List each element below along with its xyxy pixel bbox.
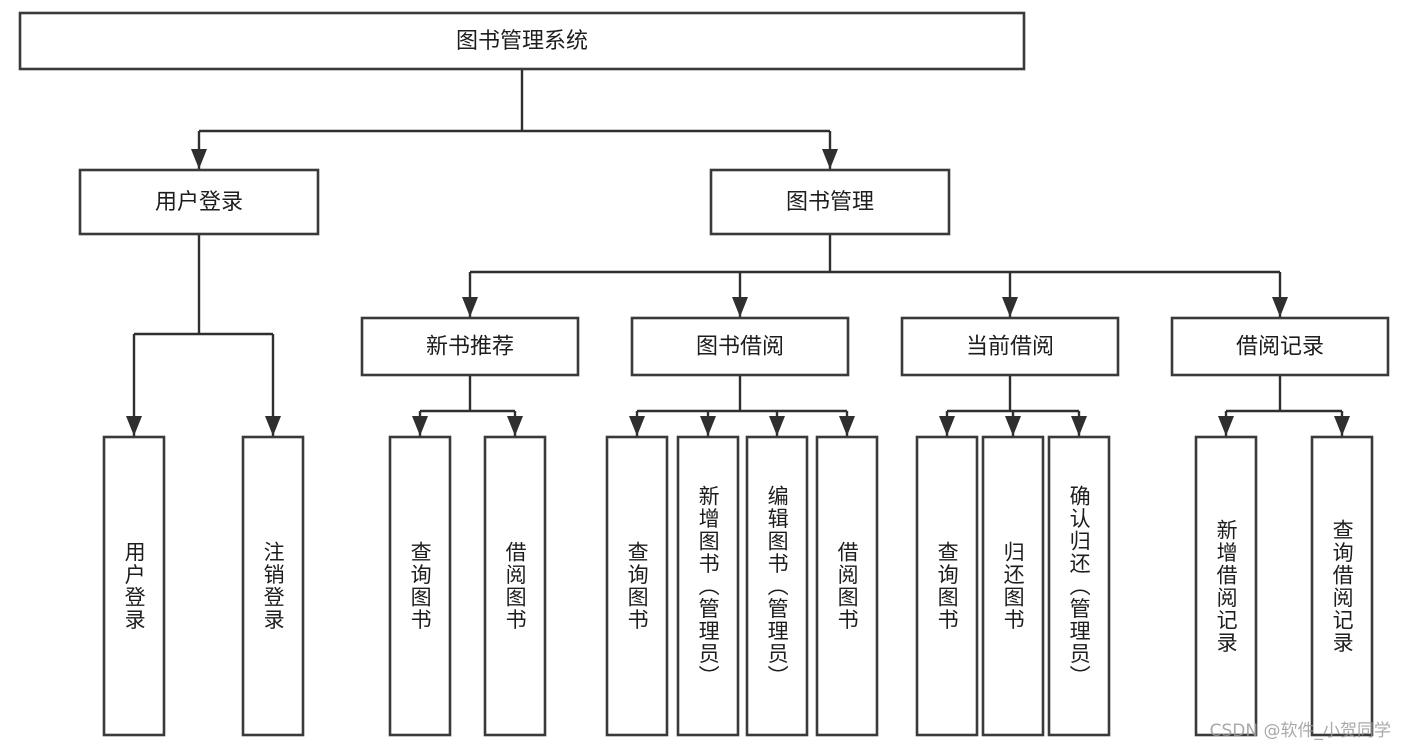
arrow-head-icon bbox=[1002, 297, 1018, 317]
arrow-head-icon bbox=[939, 416, 955, 436]
arrow-head-icon bbox=[1334, 416, 1350, 436]
node-box-user-login[interactable] bbox=[78, 168, 320, 236]
box-layer bbox=[18, 11, 1390, 737]
arrow-head-icon bbox=[700, 416, 716, 436]
node-box-book-borrow[interactable] bbox=[630, 316, 850, 377]
arrow-head-icon bbox=[507, 416, 523, 436]
arrow-head-icon bbox=[769, 416, 785, 436]
node-box-leaf-confirm-return[interactable] bbox=[1047, 435, 1111, 737]
arrow-head-icon bbox=[822, 149, 838, 169]
node-box-new-book-recommend[interactable] bbox=[360, 316, 580, 377]
node-label-book-borrow: 图书借阅 bbox=[696, 335, 784, 360]
arrow-head-icon bbox=[1218, 416, 1234, 436]
node-box-leaf-logout-login[interactable] bbox=[241, 435, 305, 737]
arrow-head-icon bbox=[265, 416, 281, 436]
node-label-root: 图书管理系统 bbox=[456, 29, 588, 54]
node-box-leaf-return-book[interactable] bbox=[981, 435, 1045, 737]
node-label-new-book-recommend: 新书推荐 bbox=[426, 335, 514, 360]
arrow-head-icon bbox=[126, 416, 142, 436]
node-box-leaf-edit-book[interactable] bbox=[745, 435, 809, 737]
arrow-head-icon bbox=[412, 416, 428, 436]
arrow-head-icon bbox=[732, 297, 748, 317]
node-box-current-borrow[interactable] bbox=[900, 316, 1120, 377]
node-box-root[interactable] bbox=[18, 11, 1026, 71]
node-label-borrow-record: 借阅记录 bbox=[1236, 335, 1324, 360]
arrow-head-icon bbox=[462, 297, 478, 317]
node-box-leaf-user-login[interactable] bbox=[102, 435, 166, 737]
node-box-leaf-query-book-2[interactable] bbox=[605, 435, 669, 737]
node-box-borrow-record[interactable] bbox=[1170, 316, 1390, 377]
node-box-book-management[interactable] bbox=[709, 168, 951, 236]
arrow-head-icon bbox=[1005, 416, 1021, 436]
node-box-leaf-add-record[interactable] bbox=[1194, 435, 1258, 737]
node-box-leaf-query-book-1[interactable] bbox=[388, 435, 452, 737]
node-label-current-borrow: 当前借阅 bbox=[966, 335, 1054, 360]
node-box-leaf-query-book-3[interactable] bbox=[915, 435, 979, 737]
node-label-book-management: 图书管理 bbox=[786, 190, 874, 215]
connector-layer bbox=[126, 69, 1350, 436]
node-box-leaf-query-record[interactable] bbox=[1310, 435, 1374, 737]
watermark-text: CSDN @软件_小贺同学 bbox=[1209, 721, 1391, 741]
arrow-head-icon bbox=[629, 416, 645, 436]
arrow-head-icon bbox=[1071, 416, 1087, 436]
node-label-user-login: 用户登录 bbox=[155, 190, 243, 215]
node-box-leaf-borrow-book-1[interactable] bbox=[483, 435, 547, 737]
node-box-leaf-add-book[interactable] bbox=[676, 435, 740, 737]
arrow-head-icon bbox=[191, 149, 207, 169]
node-box-leaf-borrow-book-2[interactable] bbox=[815, 435, 879, 737]
arrow-head-icon bbox=[839, 416, 855, 436]
arrow-head-icon bbox=[1272, 297, 1288, 317]
